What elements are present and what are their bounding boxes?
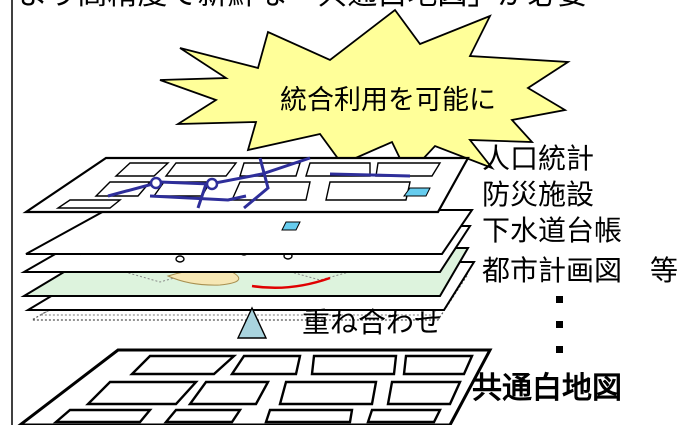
base-map-blocks xyxy=(52,354,474,424)
base-map xyxy=(17,348,493,425)
up-arrow-icon xyxy=(236,306,268,339)
base-map-label: 共通白地図 xyxy=(472,371,622,406)
overlay-text: 重ね合わせ xyxy=(302,306,442,339)
layer-disaster xyxy=(25,209,474,255)
station-1 xyxy=(149,176,163,190)
manhole-1 xyxy=(175,255,185,263)
layer-label-sewer: 下水道台帳 xyxy=(482,214,622,247)
layer-label-disaster: 防災施設 xyxy=(482,178,594,211)
station-2 xyxy=(205,177,219,191)
facility-marker-2 xyxy=(403,187,431,197)
city-planning-red-line xyxy=(251,276,331,290)
facility-marker-1 xyxy=(281,221,301,231)
ellipsis-dot-1 xyxy=(556,296,563,303)
burst-text: 統合利用を可能に xyxy=(280,85,496,116)
population-map-blocks xyxy=(55,162,442,209)
layer-population xyxy=(22,156,470,214)
layer-label-city-planning: 都市計画図 等 xyxy=(482,254,678,287)
ellipsis-dot-2 xyxy=(556,321,563,328)
layer-label-population: 人口統計 xyxy=(482,142,594,175)
header-text: より高精度で新鮮な「共通白地図」が必要 xyxy=(18,0,587,12)
population-blue-roads xyxy=(107,156,411,210)
burst-shape xyxy=(159,8,571,177)
ellipsis-dot-3 xyxy=(556,346,563,353)
